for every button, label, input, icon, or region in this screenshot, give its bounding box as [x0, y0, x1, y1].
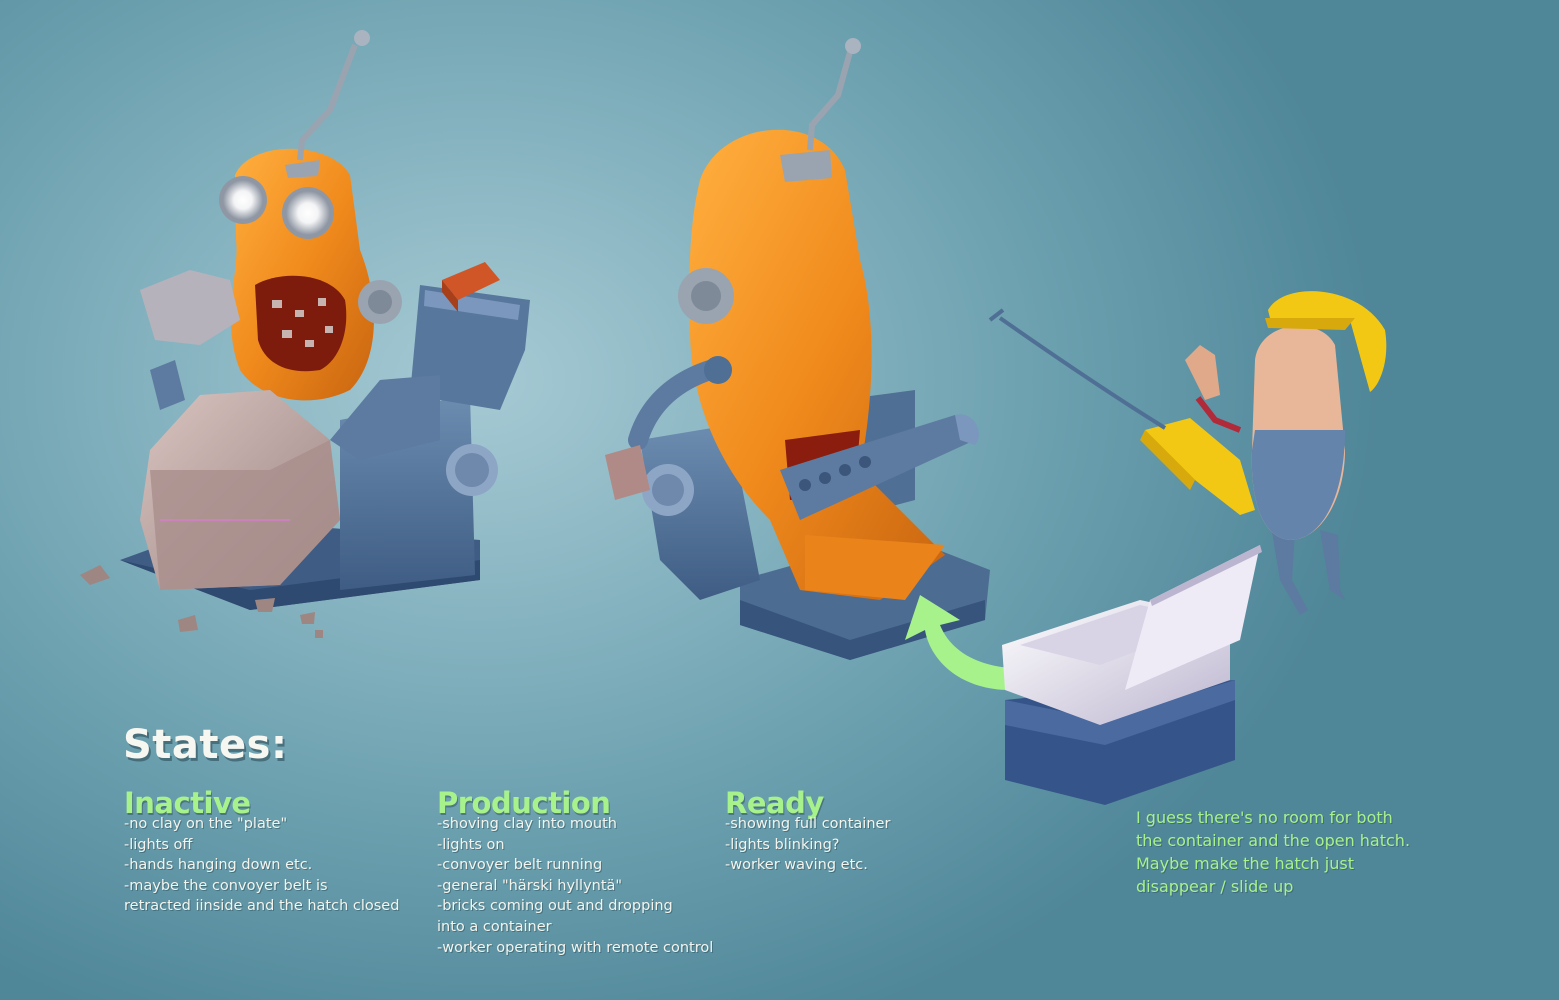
worker-illustration [988, 291, 1387, 615]
robot-inactive-illustration [80, 30, 530, 638]
note-item: -no clay on the "plate" [124, 816, 288, 832]
notes-ready: -showing full container -lights blinking… [725, 814, 890, 876]
note-item: -lights on [437, 836, 505, 853]
notes-production: -shoving clay into mouth -lights on -con… [437, 814, 713, 958]
note-item: -lights blinking? [725, 836, 840, 853]
robot-production-illustration [605, 38, 990, 660]
note-item: -worker operating with remote control [437, 939, 714, 956]
comment-line: I guess there's no room for both [1136, 808, 1393, 827]
state-production: Production -shoving clay into mouth -lig… [437, 786, 713, 958]
note-item: retracted iinside and the hatch closed [124, 898, 400, 915]
state-title-inactive: Inactive [124, 786, 251, 820]
comment-line: Maybe make the hatch just [1136, 854, 1354, 873]
note-item: into a container [437, 918, 552, 935]
comment-line: the container and the open hatch. [1136, 831, 1411, 850]
state-ready: Ready -showing full container -lights bl… [725, 786, 890, 876]
note-item: -maybe the convoyer belt is [124, 877, 328, 894]
note-item: -shoving clay into mouth [437, 816, 617, 832]
state-inactive: Inactive -no clay on the "plate" -lights… [124, 786, 399, 917]
note-item: -lights off [124, 836, 193, 853]
arrow-icon [905, 595, 1010, 690]
states-heading: States: [123, 722, 288, 768]
notes-inactive: -no clay on the "plate" -lights off -han… [124, 814, 399, 917]
state-title-production: Production [437, 786, 611, 820]
designer-comment: I guess there's no room for both the con… [1136, 806, 1410, 898]
note-item: -showing full container [725, 816, 891, 832]
container-illustration [1002, 545, 1262, 805]
note-item: -bricks coming out and dropping [437, 898, 673, 915]
note-item: -worker waving etc. [725, 857, 868, 874]
note-item: -hands hanging down etc. [124, 857, 313, 874]
note-item: -general "härski hyllyntä" [437, 877, 623, 894]
note-item: -convoyer belt running [437, 857, 603, 874]
comment-line: disappear / slide up [1136, 877, 1294, 896]
state-title-ready: Ready [725, 786, 824, 820]
